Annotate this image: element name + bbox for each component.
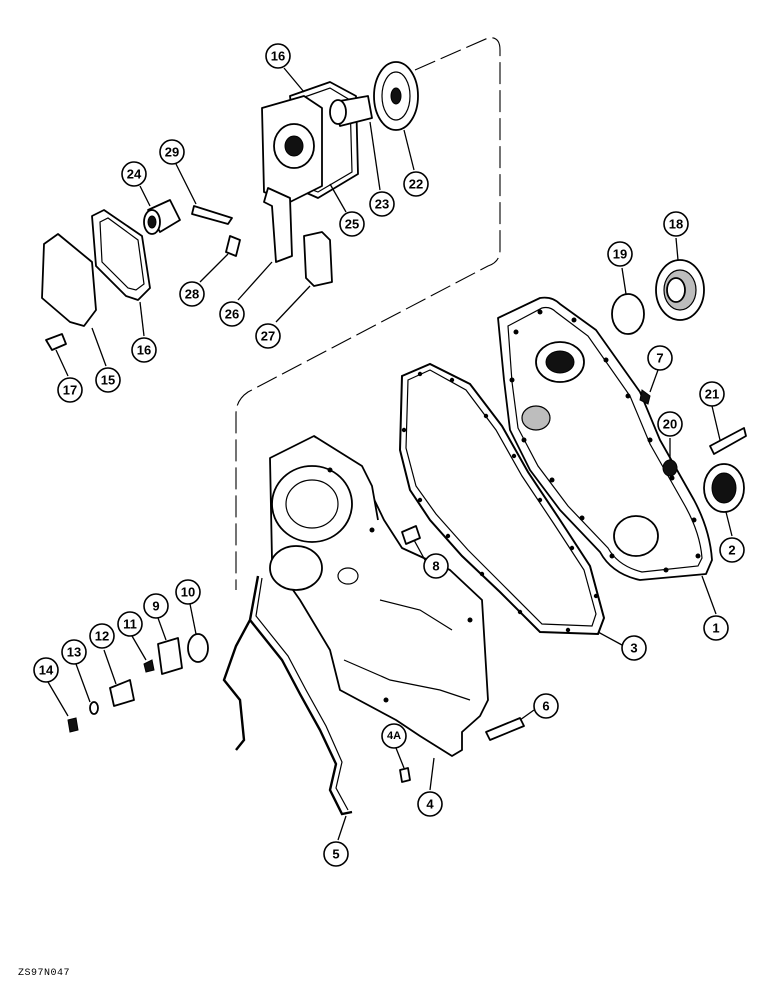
callout-4-label: 4 — [426, 797, 434, 812]
pump-drive-assembly — [261, 61, 419, 203]
callout-3: 3 — [597, 631, 647, 661]
callout-21: 21 — [699, 381, 725, 441]
callout-24: 24 — [121, 161, 151, 207]
callout-20: 20 — [657, 411, 683, 460]
cover-gasket — [398, 362, 606, 636]
cover-plate-15 — [41, 233, 97, 327]
callout-17: 17 — [55, 349, 83, 403]
plate-gasket-16 — [91, 209, 151, 301]
callout-18: 18 — [663, 211, 689, 261]
callout-16-plate-label: 16 — [137, 343, 151, 358]
callout-5-label: 5 — [332, 847, 339, 862]
callout-23: 23 — [369, 121, 395, 217]
washer-13 — [89, 701, 99, 715]
callout-19-label: 19 — [613, 247, 627, 262]
callout-8: 8 — [413, 539, 449, 579]
sleeve-24 — [143, 199, 181, 235]
alignment-dashed-line — [235, 37, 501, 590]
callout-12-label: 12 — [95, 629, 109, 644]
callout-20-label: 20 — [663, 417, 677, 432]
callout-4a: 4A — [381, 723, 407, 769]
callout-9-label: 9 — [152, 599, 159, 614]
callout-19: 19 — [607, 241, 633, 295]
callout-27: 27 — [255, 285, 311, 349]
gear-housing — [269, 435, 489, 757]
callout-14: 14 — [33, 657, 69, 717]
o-ring-10 — [187, 633, 209, 663]
callout-6: 6 — [519, 693, 559, 721]
callout-1: 1 — [701, 575, 729, 641]
callout-3-label: 3 — [630, 641, 637, 656]
seal-2 — [703, 463, 745, 513]
callout-16-pump: 16 — [265, 43, 305, 93]
bolt-7 — [639, 389, 651, 405]
bolt-17 — [45, 333, 67, 351]
lower-gasket — [222, 575, 353, 816]
nut-20 — [662, 459, 678, 477]
callout-16-pump-label: 16 — [271, 49, 285, 64]
callout-16-plate: 16 — [131, 301, 157, 363]
callout-24-label: 24 — [127, 167, 142, 182]
callout-15-label: 15 — [101, 373, 115, 388]
callout-28: 28 — [179, 253, 229, 307]
figure-code: ZS97N047 — [18, 968, 71, 979]
callout-14-label: 14 — [39, 663, 54, 678]
o-ring-19 — [611, 293, 645, 335]
callout-15: 15 — [91, 327, 121, 393]
callout-10: 10 — [175, 579, 201, 635]
bolt-28 — [225, 235, 241, 257]
callout-23-label: 23 — [375, 197, 389, 212]
callout-11-label: 11 — [123, 617, 137, 632]
callout-25-label: 25 — [345, 217, 359, 232]
callout-6-label: 6 — [542, 699, 549, 714]
callout-28-label: 28 — [185, 287, 199, 302]
bracket-26 — [263, 187, 293, 263]
bolt-11 — [143, 659, 155, 673]
bolt-21 — [709, 427, 747, 455]
callout-10-label: 10 — [181, 585, 195, 600]
callout-12: 12 — [89, 623, 117, 685]
bolt-8 — [401, 525, 421, 545]
callout-1-label: 1 — [712, 621, 719, 636]
fitting-12 — [109, 679, 135, 707]
callout-13: 13 — [61, 639, 91, 703]
callout-25: 25 — [329, 183, 365, 237]
callout-21-label: 21 — [705, 387, 719, 402]
callout-26-label: 26 — [225, 307, 239, 322]
callout-17-label: 17 — [63, 383, 77, 398]
flange-9 — [157, 637, 183, 675]
callout-8-label: 8 — [432, 559, 439, 574]
callout-4a-label: 4A — [387, 730, 401, 742]
callout-9: 9 — [143, 593, 169, 641]
callout-13-label: 13 — [67, 645, 81, 660]
callout-18-label: 18 — [669, 217, 683, 232]
seal-18 — [655, 259, 705, 321]
callout-26: 26 — [219, 261, 273, 327]
callout-22: 22 — [403, 129, 429, 197]
callout-27-label: 27 — [261, 329, 275, 344]
callout-5: 5 — [323, 815, 349, 867]
spacer-block-27 — [303, 231, 333, 287]
callout-2-label: 2 — [728, 543, 735, 558]
callout-29-label: 29 — [165, 145, 179, 160]
callout-22-label: 22 — [409, 177, 423, 192]
callout-29: 29 — [159, 139, 197, 205]
bolt-6 — [485, 717, 525, 741]
front-cover — [497, 296, 713, 581]
callout-4: 4 — [417, 757, 443, 817]
plug-14 — [67, 717, 79, 733]
bolt-29 — [191, 205, 233, 225]
pin-4a — [399, 767, 411, 783]
callout-2: 2 — [719, 511, 745, 563]
callout-7-label: 7 — [656, 351, 663, 366]
callout-11: 11 — [117, 611, 147, 661]
callout-7: 7 — [647, 345, 673, 393]
